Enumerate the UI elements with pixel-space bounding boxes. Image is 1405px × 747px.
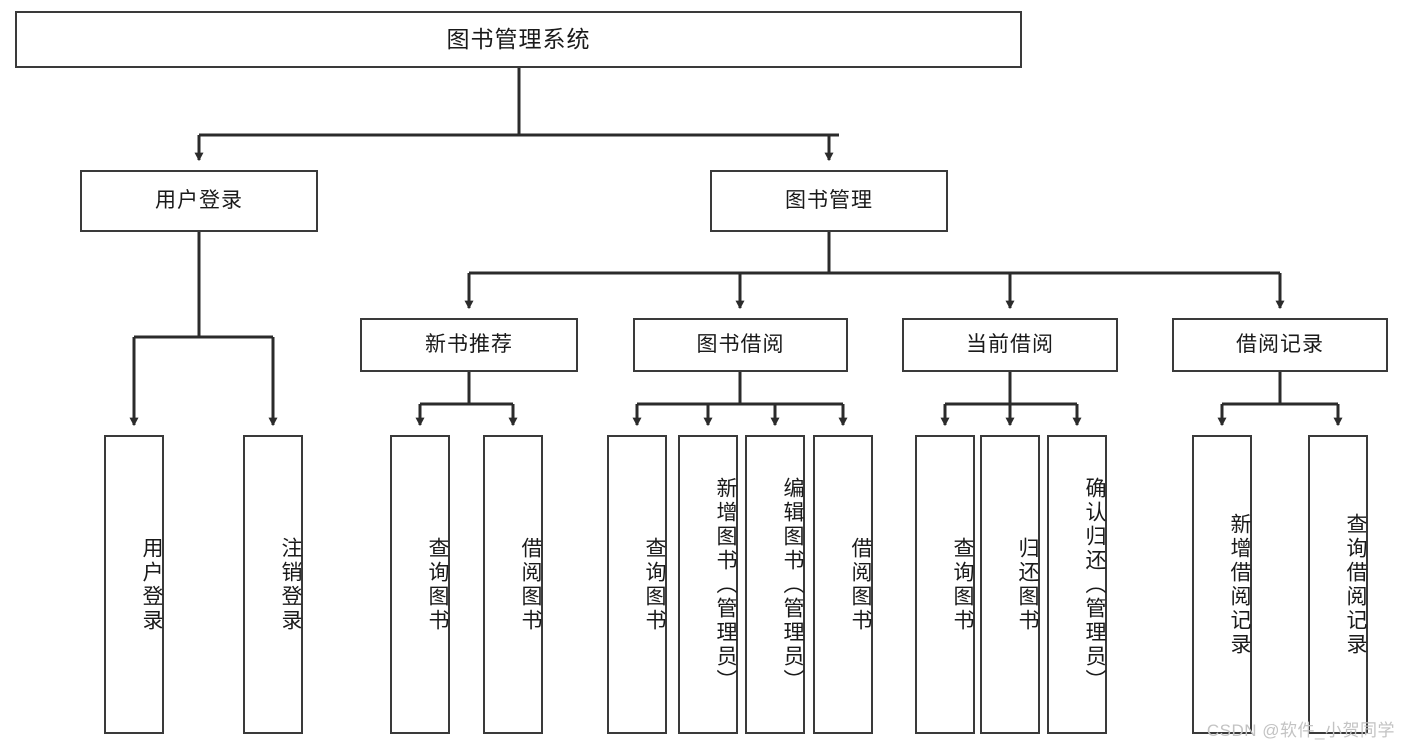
leaf-new-book-borrow-label: 借阅图书 (519, 536, 542, 633)
leaf-current-borrow-confirm-label: 确认归还（管理员） (1083, 476, 1106, 693)
leaf-new-book-query-label: 查询图书 (426, 536, 449, 633)
node-new-book-recommend-label: 新书推荐 (425, 332, 513, 356)
leaf-user-login-signout-label: 注销登录 (279, 536, 302, 633)
leaf-user-login-signin-label: 用户登录 (140, 536, 163, 633)
node-book-management-label: 图书管理 (785, 188, 873, 212)
node-user-login-label: 用户登录 (155, 188, 243, 212)
node-new-book-recommend[interactable]: 新书推荐 (360, 318, 578, 372)
leaf-borrow-record-query-label: 查询借阅记录 (1344, 512, 1367, 657)
leaf-current-borrow-return-label: 归还图书 (1016, 536, 1039, 633)
leaf-borrow-record-add-label: 新增借阅记录 (1228, 512, 1251, 657)
node-book-borrow-label: 图书借阅 (696, 332, 785, 356)
leaf-book-borrow-query[interactable]: 查询图书 (607, 435, 667, 734)
leaf-current-borrow-query[interactable]: 查询图书 (915, 435, 975, 734)
node-root-system-label: 图书管理系统 (446, 25, 591, 52)
leaf-new-book-borrow[interactable]: 借阅图书 (483, 435, 543, 734)
leaf-current-borrow-query-label: 查询图书 (951, 536, 974, 633)
node-user-login[interactable]: 用户登录 (80, 170, 318, 232)
node-book-borrow[interactable]: 图书借阅 (633, 318, 848, 372)
leaf-book-borrow-edit[interactable]: 编辑图书（管理员） (745, 435, 805, 734)
node-borrow-record-label: 借阅记录 (1236, 332, 1324, 356)
leaf-current-borrow-confirm[interactable]: 确认归还（管理员） (1047, 435, 1107, 734)
node-root-system[interactable]: 图书管理系统 (15, 11, 1022, 68)
node-current-borrow-label: 当前借阅 (966, 332, 1054, 356)
leaf-user-login-signout[interactable]: 注销登录 (243, 435, 303, 734)
leaf-book-borrow-borrow-label: 借阅图书 (849, 536, 872, 633)
node-book-management[interactable]: 图书管理 (710, 170, 948, 232)
leaf-book-borrow-add[interactable]: 新增图书（管理员） (678, 435, 738, 734)
node-borrow-record[interactable]: 借阅记录 (1172, 318, 1388, 372)
leaf-borrow-record-query[interactable]: 查询借阅记录 (1308, 435, 1368, 734)
leaf-book-borrow-add-label: 新增图书（管理员） (714, 476, 737, 693)
leaf-borrow-record-add[interactable]: 新增借阅记录 (1192, 435, 1252, 734)
node-current-borrow[interactable]: 当前借阅 (902, 318, 1118, 372)
leaf-user-login-signin[interactable]: 用户登录 (104, 435, 164, 734)
leaf-current-borrow-return[interactable]: 归还图书 (980, 435, 1040, 734)
leaf-book-borrow-borrow[interactable]: 借阅图书 (813, 435, 873, 734)
leaf-new-book-query[interactable]: 查询图书 (390, 435, 450, 734)
leaf-book-borrow-edit-label: 编辑图书（管理员） (781, 476, 804, 693)
leaf-book-borrow-query-label: 查询图书 (643, 536, 666, 633)
